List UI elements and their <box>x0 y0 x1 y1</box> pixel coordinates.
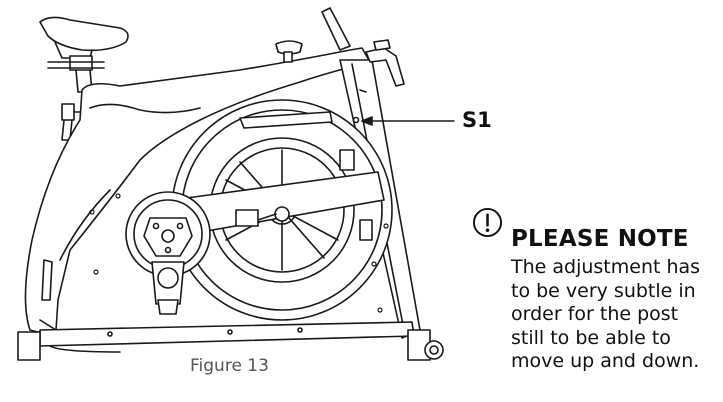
note-line: move up and down. <box>511 350 700 372</box>
note-body: The adjustment has to be very subtle in … <box>511 256 716 374</box>
figure-caption: Figure 13 <box>190 356 269 376</box>
exclamation-circle-icon <box>472 207 503 238</box>
frame <box>24 47 371 335</box>
callout-leader <box>361 116 455 126</box>
note-line: still to be able to <box>511 326 671 349</box>
bike-line-drawing <box>17 7 455 361</box>
base-frame <box>17 321 444 361</box>
seat-adjust-knob <box>61 103 89 141</box>
note-title: PLEASE NOTE <box>511 226 689 252</box>
callout-s1-label: S1 <box>462 108 492 132</box>
handlebar <box>365 39 405 87</box>
saddle <box>39 16 129 93</box>
resistance-knob <box>275 40 303 63</box>
chainring <box>125 191 211 277</box>
rivets <box>89 193 389 313</box>
note-line: order for the post <box>511 303 679 325</box>
pedal-crank <box>151 261 185 315</box>
note-line: The adjustment has <box>511 256 701 278</box>
note-line: to be very subtle in <box>511 279 696 302</box>
